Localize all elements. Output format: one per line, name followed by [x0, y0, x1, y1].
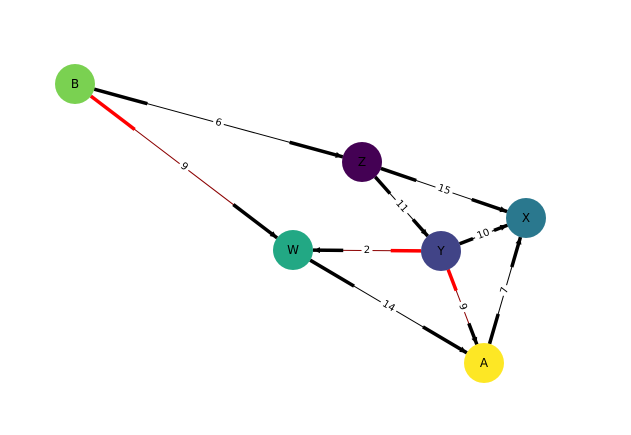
edge-arrowhead	[499, 224, 508, 231]
edge-label-bg	[377, 295, 400, 318]
edge-weight-label: 11	[390, 195, 413, 218]
edge-target-marker	[232, 203, 279, 240]
edge-source-marker	[309, 258, 355, 288]
edge-weight-label: 7	[496, 283, 514, 298]
edge-source-marker	[373, 175, 392, 195]
edge-weight-label: 10	[472, 224, 495, 245]
node-label: W	[287, 243, 299, 257]
edge-weight-text: 9	[178, 161, 190, 174]
edge-Y-W: 2	[312, 243, 422, 258]
node-label: Y	[436, 244, 445, 258]
edge-label-bg	[175, 158, 193, 176]
edge-Z-Y: 11	[373, 175, 430, 238]
edges-layer: 6 9 15 11 10 2 14 9 7	[89, 87, 523, 355]
edge-label-bg	[433, 180, 455, 200]
edge-source-marker	[446, 269, 458, 292]
edge-arrowhead	[335, 152, 343, 158]
edge-target-marker	[289, 140, 344, 159]
edge-arrowhead	[312, 247, 321, 254]
edge-weight-label: 14	[377, 295, 400, 318]
edge-label-bg	[472, 224, 495, 245]
edge-label-bg	[361, 243, 373, 258]
node-label: X	[522, 211, 530, 225]
edge-A-X: 7	[487, 236, 523, 345]
edge-Y-A: 9	[446, 269, 479, 345]
edge-arrowhead	[515, 237, 522, 245]
edge-weight-label: 9	[175, 158, 193, 176]
edge-Z-X: 15	[380, 166, 508, 214]
nodes-layer: B Z X W Y A	[55, 64, 546, 383]
node-W[interactable]: W	[273, 230, 313, 270]
edge-arrowhead	[269, 231, 278, 238]
edge-B-Z: 6	[93, 87, 344, 159]
node-A[interactable]: A	[464, 343, 504, 383]
edge-weight-text: 7	[499, 286, 511, 295]
edge-arrowhead	[499, 206, 508, 213]
edge-label-bg	[496, 283, 514, 298]
node-circle[interactable]	[273, 230, 313, 270]
edge-label-bg	[453, 299, 472, 315]
edge-arrowhead	[420, 228, 428, 237]
edge-Y-X: 10	[459, 223, 508, 246]
node-circle[interactable]	[342, 142, 382, 182]
edge-source-marker	[380, 166, 417, 183]
node-Z[interactable]: Z	[342, 142, 382, 182]
edge-source-marker	[459, 236, 474, 246]
edge-source-marker	[93, 87, 148, 106]
edge-label-bg	[390, 195, 413, 218]
edge-weight-label: 15	[433, 180, 455, 200]
edge-weight-label: 2	[361, 243, 373, 258]
edge-B-W: 9	[89, 94, 279, 240]
edge-weight-label: 6	[211, 114, 226, 132]
node-label: A	[480, 356, 489, 370]
edge-label-bg	[211, 114, 226, 132]
node-Y[interactable]: Y	[421, 231, 461, 271]
node-circle[interactable]	[55, 64, 95, 104]
edge-weight-text: 9	[456, 302, 469, 312]
edge-arrowhead	[471, 336, 478, 345]
edge-weight-text: 15	[436, 183, 452, 198]
edge-target-marker	[422, 325, 468, 355]
edge-weight-label: 9	[453, 299, 472, 315]
edge-source-marker	[487, 313, 500, 345]
node-B[interactable]: B	[55, 64, 95, 104]
edge-source-marker	[89, 94, 136, 131]
node-label: Z	[358, 155, 366, 169]
edge-weight-text: 10	[476, 227, 492, 242]
edge-weight-text: 6	[214, 117, 223, 129]
node-circle[interactable]	[464, 343, 504, 383]
node-X[interactable]: X	[506, 198, 546, 238]
edge-W-A: 14	[309, 258, 468, 355]
node-circle[interactable]	[506, 198, 546, 238]
edge-arrowhead	[459, 346, 467, 353]
node-label: B	[71, 77, 79, 91]
edge-weight-text: 2	[364, 245, 370, 256]
node-circle[interactable]	[421, 231, 461, 271]
